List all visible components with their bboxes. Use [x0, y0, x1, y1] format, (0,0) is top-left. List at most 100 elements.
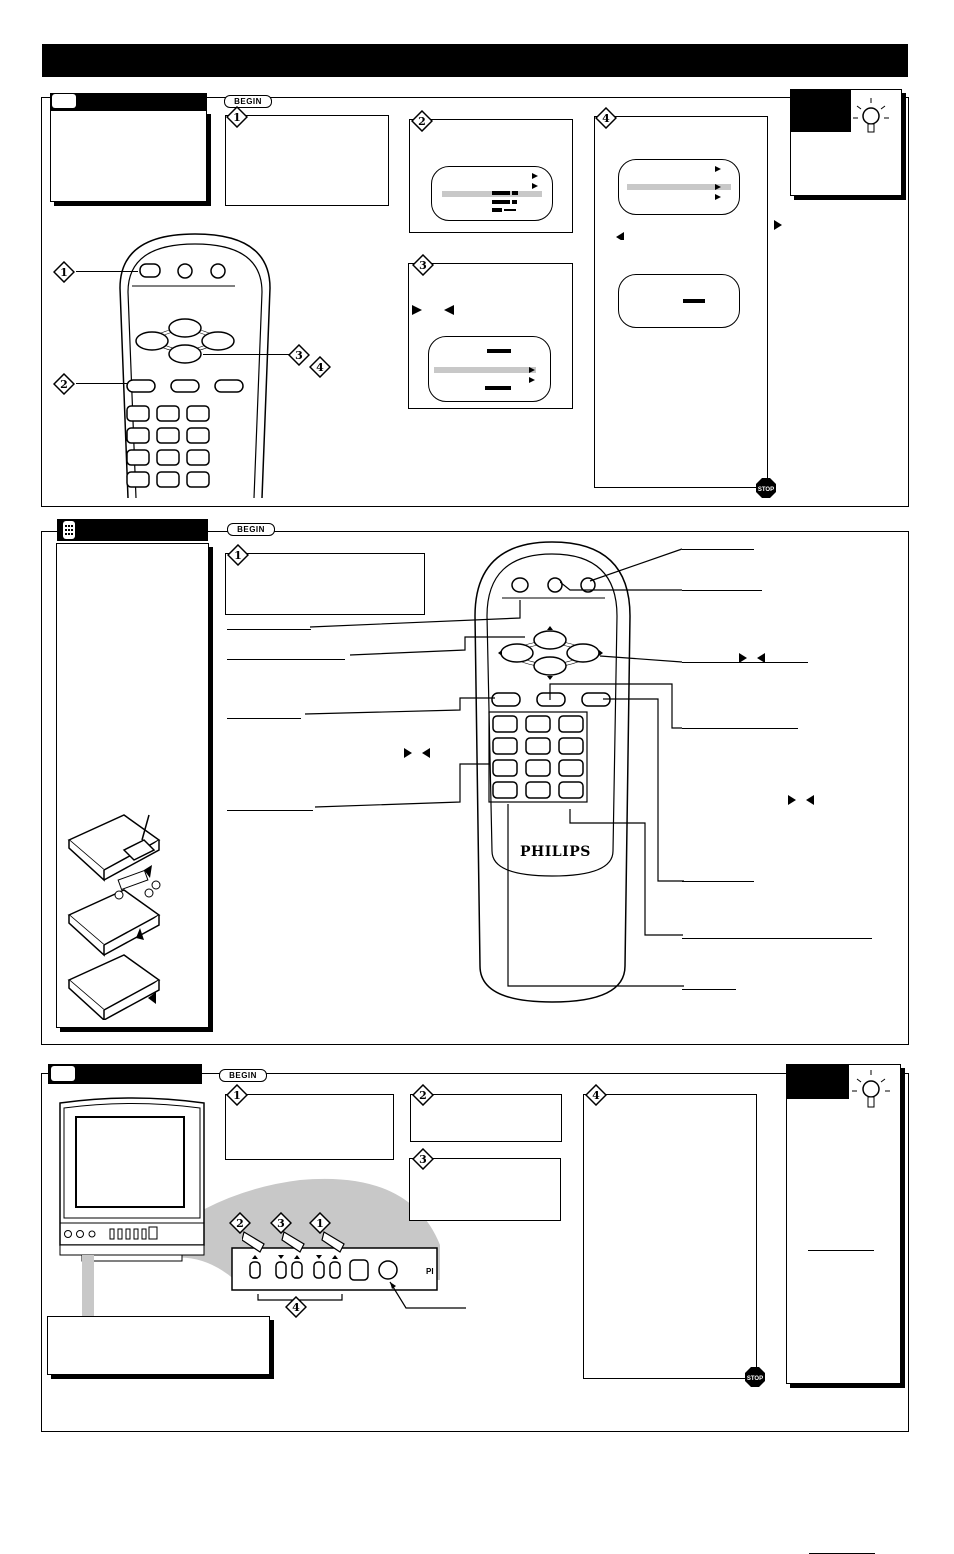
remote-label-line-1 [227, 629, 311, 630]
svg-text:3: 3 [419, 1153, 427, 1166]
stop-sign-icon-1: STOP [756, 478, 776, 498]
intro-text-box-1 [50, 110, 207, 202]
svg-text:1: 1 [234, 549, 242, 562]
adjust-arrows-icon [616, 220, 782, 240]
section-3-tab-icon [51, 1066, 75, 1081]
svg-text:3: 3 [295, 349, 303, 362]
battery-install-illustration [67, 814, 161, 1020]
callout-line-3 [203, 354, 289, 355]
remote-label-line-9 [682, 881, 754, 882]
tv-pointer-stem [82, 1255, 94, 1317]
step-1-number: 1 [233, 111, 241, 124]
section-3-header [48, 1064, 202, 1084]
battery-info-box [56, 543, 209, 1028]
step-1-badge-tv: 1 [226, 1084, 248, 1106]
remote-label-line-3 [227, 718, 301, 719]
remote-1-callout-1: 1 [53, 261, 75, 283]
remote-1-power-button [139, 263, 161, 278]
panel-callout-4: 4 [285, 1296, 307, 1318]
svg-text:1: 1 [316, 1217, 324, 1230]
remote-label-line-2 [227, 659, 345, 660]
right-left-arrows-icon-2 [404, 748, 430, 758]
right-left-arrows-icon-3 [739, 653, 765, 663]
svg-text:4: 4 [292, 1301, 300, 1314]
remote-label-line-10 [682, 938, 872, 939]
right-left-arrows-icon-4 [788, 795, 814, 805]
callout-line-1 [76, 271, 138, 272]
section-1-tab-icon [52, 94, 76, 108]
remote-label-line-7 [682, 662, 808, 663]
remote-brand-logo: PHILIPS [520, 844, 591, 860]
remote-1-callout-3: 3 [288, 344, 310, 366]
step-3-badge: 3 [412, 254, 434, 276]
remote-label-line-5 [682, 549, 754, 550]
control-panel-closeup: PI [231, 1247, 438, 1291]
remote-label-line-8 [682, 728, 798, 729]
svg-text:1: 1 [233, 1089, 241, 1102]
remote-tab-icon [63, 521, 75, 539]
step-3-badge-tv: 3 [412, 1148, 434, 1170]
remote-label-line-6 [682, 590, 762, 591]
section-2-header [57, 519, 208, 541]
tv-set-illustration [59, 1097, 205, 1262]
tip-box-1 [790, 89, 902, 196]
tip-box-3 [786, 1064, 901, 1554]
leader-3 [304, 697, 495, 715]
remote-control-2 [474, 541, 631, 1003]
remote-control-1 [119, 233, 271, 498]
begin-label-1: BEGIN [224, 95, 272, 108]
leader-2 [349, 636, 525, 656]
panel-callout-3: 3 [270, 1212, 292, 1234]
leader-1 [309, 600, 521, 628]
step-1-box-tv [225, 1094, 394, 1160]
panel-callout-2: 2 [229, 1212, 251, 1234]
svg-text:4: 4 [316, 361, 324, 374]
svg-text:1: 1 [60, 266, 68, 279]
remote-2-power-button [511, 577, 529, 593]
leader-8 [549, 683, 682, 729]
right-left-arrows-icon [412, 305, 454, 315]
front-panel-note-box [47, 1316, 270, 1375]
lightbulb-icon-3 [852, 1070, 890, 1108]
svg-text:4: 4 [592, 1089, 600, 1102]
sensor-leader [389, 1281, 466, 1309]
step-1-box-remote [225, 553, 425, 615]
svg-text:3: 3 [419, 259, 427, 272]
leader-11 [507, 804, 684, 987]
leader-6 [560, 581, 682, 591]
step-4-badge-tv: 4 [585, 1084, 607, 1106]
step-4-box-tv [583, 1094, 757, 1379]
leader-5 [589, 548, 683, 582]
remote-label-line-11 [682, 989, 736, 990]
step-2-badge: 2 [411, 110, 433, 132]
svg-text:PI: PI [426, 1267, 434, 1276]
leader-10 [569, 809, 683, 936]
tip-box-3-header [787, 1065, 849, 1099]
tip-box-3-underline [808, 1250, 874, 1251]
remote-label-line-4 [227, 810, 313, 811]
pointing-hand-icons [242, 1231, 345, 1253]
remote-1-callout-2: 2 [53, 373, 75, 395]
svg-text:2: 2 [419, 1089, 427, 1102]
begin-label-3: BEGIN [219, 1069, 267, 1082]
svg-text:STOP: STOP [747, 1376, 763, 1382]
leader-9 [603, 698, 684, 882]
picture-menu-screen-1 [431, 166, 553, 221]
begin-label-2: BEGIN [227, 523, 275, 536]
svg-text:2: 2 [236, 1217, 244, 1230]
picture-menu-screen-3 [618, 159, 740, 215]
picture-menu-screen-4 [618, 274, 740, 328]
panel-callout-1: 1 [309, 1212, 331, 1234]
step-1-box [225, 115, 389, 206]
section-1-header [50, 93, 207, 111]
svg-text:3: 3 [277, 1217, 285, 1230]
leader-4 [314, 763, 490, 808]
page-header-bar [42, 44, 908, 77]
svg-text:2: 2 [418, 115, 426, 128]
step-2-badge-tv: 2 [412, 1084, 434, 1106]
svg-text:STOP: STOP [758, 487, 774, 493]
menu-rows-1 [442, 173, 542, 212]
lightbulb-icon-1 [853, 98, 889, 133]
step-1-badge: 1 [226, 106, 248, 128]
step-1-badge-remote: 1 [227, 544, 249, 566]
